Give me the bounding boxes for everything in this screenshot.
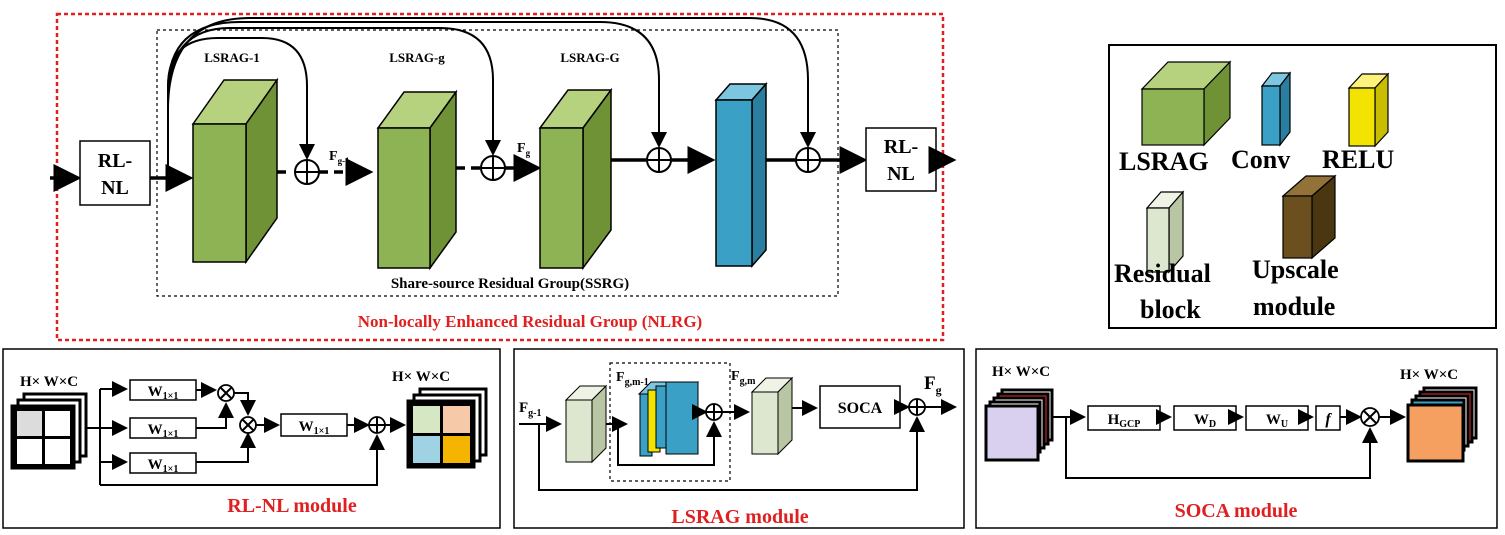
legend-residual-label-2: block — [1140, 295, 1201, 324]
soca-wu-box: WU — [1245, 405, 1309, 431]
svg-text:W1×1: W1×1 — [148, 457, 179, 475]
rlnl-in-line1: RL- — [98, 150, 132, 172]
lsrag-f-m1: Fg,m-1 — [616, 370, 649, 388]
lsrag-f-m: Fg,m — [731, 369, 756, 387]
rlnl-w1-box: W1×1 — [129, 379, 197, 402]
svg-text:SOCA: SOCA — [838, 400, 883, 417]
lsrag-1-label: LSRAG-1 — [204, 50, 260, 65]
legend-residual-swatch — [1145, 190, 1185, 274]
lsrag-g-label: LSRAG-g — [389, 50, 445, 65]
rlnl-out-line2: NL — [887, 163, 915, 185]
lsrag-1-block — [191, 77, 279, 265]
soca-module-title: SOCA module — [1175, 500, 1298, 522]
svg-text:WD: WD — [1194, 412, 1216, 430]
legend-upscale-label-2: module — [1253, 292, 1335, 321]
lsrag-f-out: Fg — [924, 373, 942, 397]
rlnl-output-block: RL- NL — [865, 127, 937, 192]
rlnl-out-line1: RL- — [884, 136, 918, 158]
rlnl-w4-box: W1×1 — [280, 413, 348, 437]
lsrag-inner-stack — [637, 381, 700, 457]
lsrag-f-in: Fg-1 — [519, 400, 542, 419]
conv-block — [714, 82, 768, 268]
soca-hwc-out: H× W×C — [1400, 367, 1458, 383]
rlnl-hwc-in: H× W×C — [20, 374, 78, 390]
legend-residual-label-1: Residual — [1114, 259, 1211, 288]
svg-text:WU: WU — [1266, 412, 1288, 430]
legend-lsrag-swatch — [1140, 60, 1232, 147]
soca-output-tensor — [1406, 386, 1478, 463]
soca-wd-box: WD — [1173, 405, 1237, 431]
ssrg-border — [156, 29, 839, 297]
legend-relu-label: RELU — [1322, 145, 1394, 174]
legend-relu-swatch — [1347, 72, 1390, 148]
svg-text:f: f — [1325, 411, 1332, 428]
legend-upscale-label-1: Upscale — [1252, 255, 1339, 284]
rlnl-output-tensor — [406, 387, 488, 469]
f-g-label: Fg — [517, 141, 531, 158]
rlnl-module-title: RL-NL module — [227, 495, 357, 517]
rlnl-w2-box: W1×1 — [129, 417, 197, 440]
lsrag-residual-block-2 — [750, 376, 794, 456]
lsrag-g-block — [376, 89, 458, 271]
rlnl-hwc-out: H× W×C — [392, 369, 450, 385]
soca-f-box: f — [1315, 405, 1341, 431]
lsrag-G-label: LSRAG-G — [560, 50, 619, 65]
legend-conv-swatch — [1260, 71, 1292, 147]
ssrg-label: Share-source Residual Group(SSRG) — [391, 276, 629, 292]
soca-input-tensor — [984, 388, 1054, 462]
lsrag-inner-dashed — [609, 362, 731, 482]
lsrag-G-block — [538, 87, 613, 271]
lsrag-soca-box: SOCA — [819, 385, 901, 429]
rlnl-in-line2: NL — [101, 177, 129, 199]
lsrag-residual-block-1 — [564, 384, 608, 464]
rlnl-w3-box: W1×1 — [129, 452, 197, 475]
svg-text:HGCP: HGCP — [1108, 412, 1141, 430]
svg-text:W1×1: W1×1 — [299, 419, 330, 437]
rlnl-input-block: RL- NL — [79, 140, 151, 206]
svg-text:W1×1: W1×1 — [148, 422, 179, 440]
lsrag-module-title: LSRAG module — [671, 506, 808, 528]
soca-hgcp-box: HGCP — [1087, 405, 1161, 431]
legend-conv-label: Conv — [1231, 145, 1290, 174]
nlrg-label: Non-locally Enhanced Residual Group (NLR… — [358, 312, 702, 331]
legend-lsrag-label: LSRAG — [1119, 147, 1209, 176]
legend-upscale-swatch — [1281, 174, 1337, 260]
soca-hwc-in: H× W×C — [992, 364, 1050, 380]
rlnl-input-tensor — [10, 392, 88, 470]
f-gm1-label: Fg-1 — [329, 149, 350, 166]
svg-text:W1×1: W1×1 — [148, 384, 179, 402]
